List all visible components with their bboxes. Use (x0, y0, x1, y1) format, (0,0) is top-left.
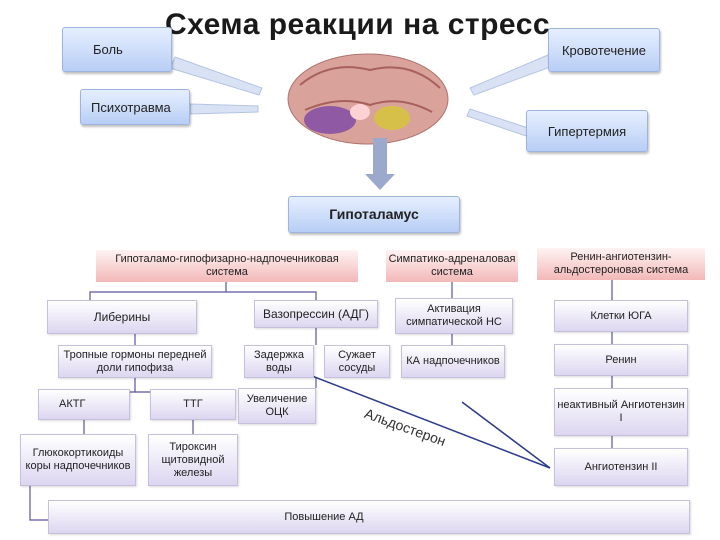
stressor-psychotrauma: Психотравма (80, 89, 190, 125)
renin-box: Ренин (554, 344, 688, 376)
stressor-bleeding: Кровотечение (548, 28, 660, 72)
stressor-pain: Боль (62, 27, 172, 72)
tropic-hormones-box: Тропные гормоны передней доли гипофиза (58, 345, 212, 378)
hypothalamus-box: Гипоталамус (288, 196, 460, 233)
liberins-box: Либерины (47, 300, 197, 334)
vasoconstriction-box: Сужает сосуды (324, 345, 390, 378)
blood-volume-increase-box: Увеличение ОЦК (238, 388, 316, 424)
hpa-system-header: Гипоталамо-гипофизарно-надпочечниковая с… (96, 250, 358, 282)
ttg-box: ТТГ (150, 389, 236, 420)
catecholamines-box: КА надпочечников (401, 345, 505, 378)
water-retention-box: Задержка воды (244, 345, 314, 378)
sympathetic-activation-box: Активация симпатической НС (395, 298, 513, 334)
actg-box: АКТГ (38, 389, 130, 420)
bp-increase-label: Повышение АД (284, 510, 364, 523)
raas-system-header: Ренин-ангиотензин-альдостероновая систем… (537, 248, 705, 280)
yuga-cells-box: Клетки ЮГА (554, 300, 688, 332)
page-title: Схема реакции на стресс (165, 8, 551, 41)
angiotensin-1-box: неактивный Ангиотензин I (554, 388, 688, 436)
brain-icon (287, 53, 449, 145)
vasopressin-box: Вазопрессин (АДГ) (254, 300, 378, 328)
thyroxine-box: Тироксин щитовидной железы (148, 434, 238, 486)
glucocorticoids-box: Глюкокортикоиды коры надпочечников (20, 434, 136, 486)
stressor-hyperthermia: Гипертермия (526, 110, 648, 152)
angiotensin-2-box: Ангиотензин II (554, 448, 688, 486)
sympatho-system-header: Симпатико-адреналовая система (386, 250, 518, 282)
bp-increase-box: Повышение АД (48, 500, 690, 534)
